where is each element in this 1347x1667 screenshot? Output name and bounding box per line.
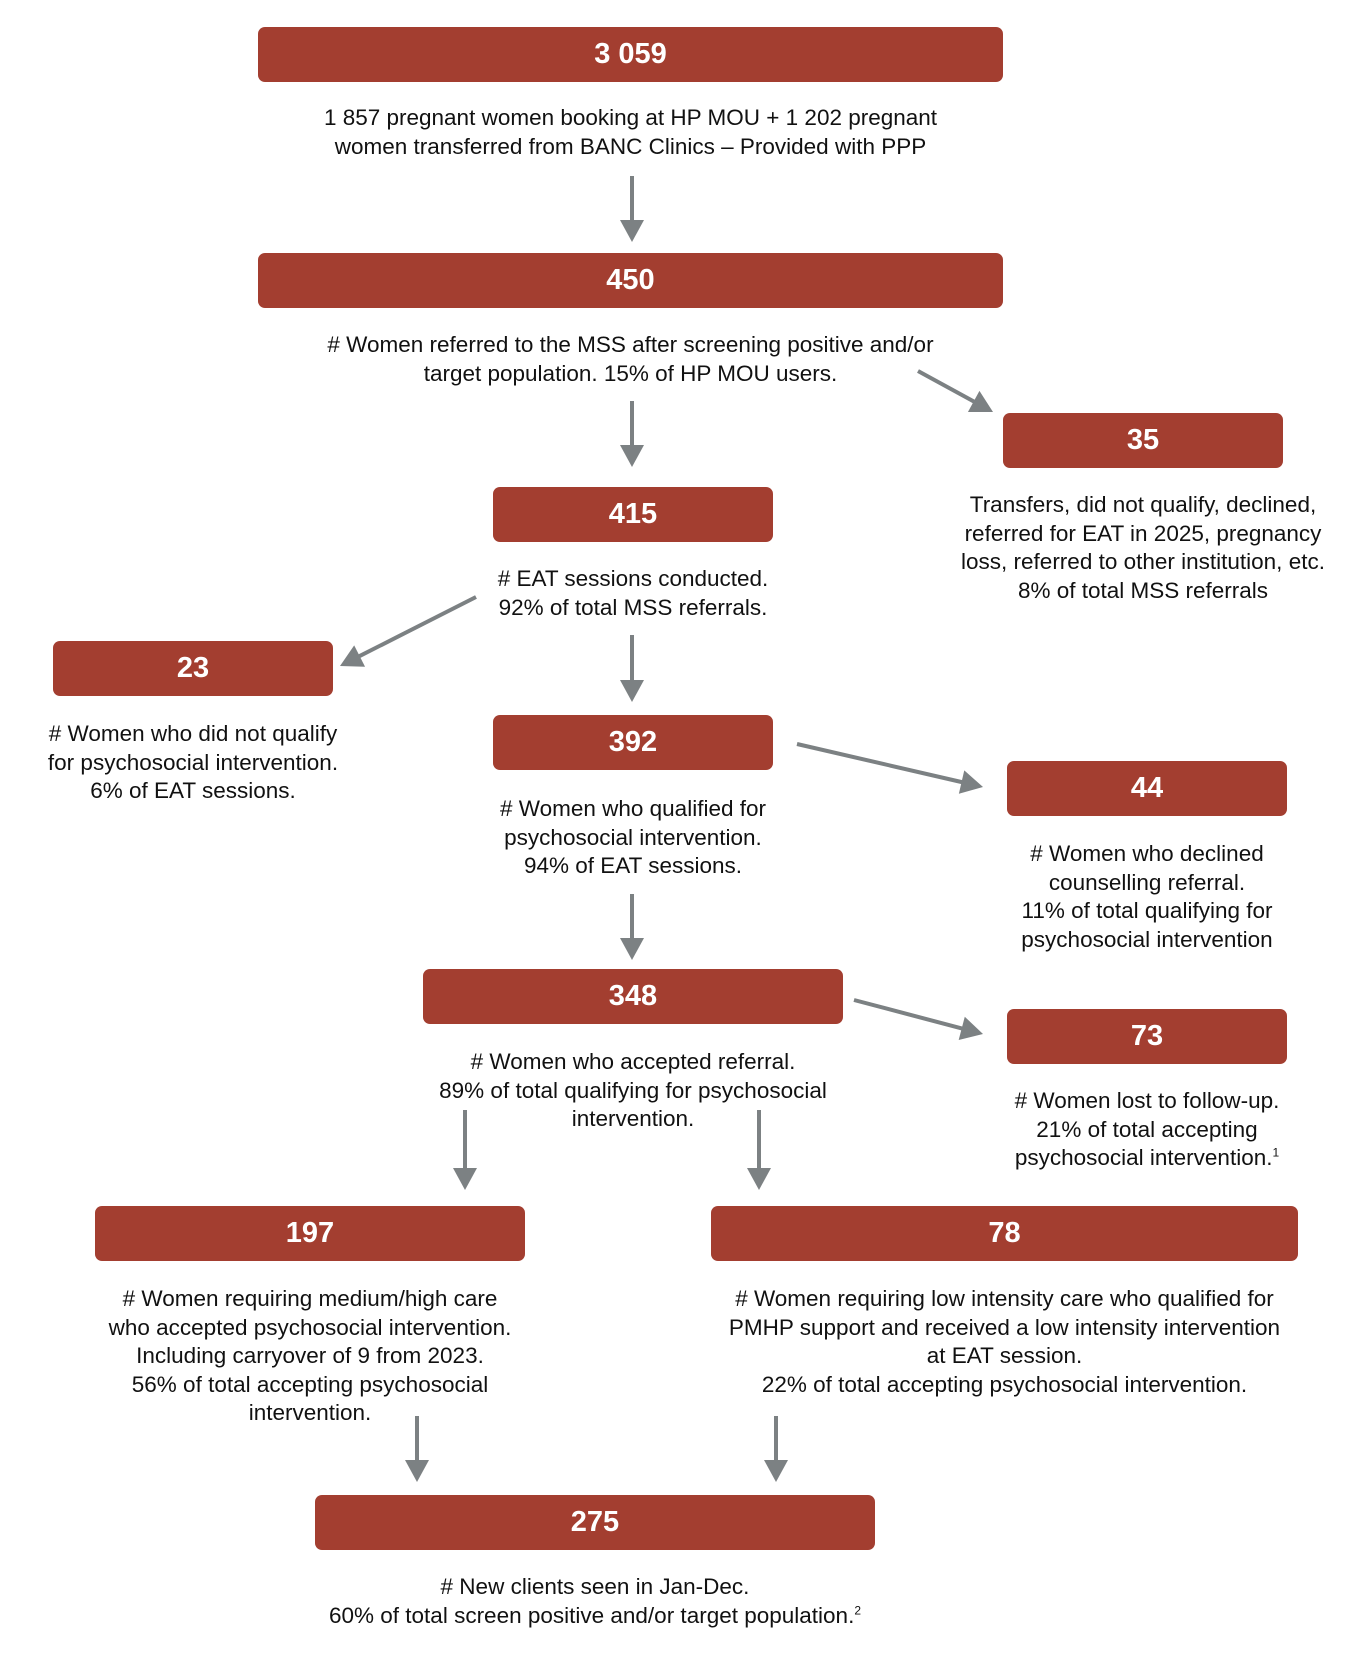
arrow-348-to-197: [453, 1110, 477, 1190]
node-197-line-5: intervention.: [248, 1400, 372, 1425]
arrow-348-to-78: [747, 1110, 771, 1190]
arrow-415-to-392: [620, 635, 644, 702]
node-415-box: 415: [493, 487, 773, 542]
node-35-line-4: 8% of total MSS referrals: [1017, 577, 1269, 603]
node-35-description: Transfers, did not qualify, declined, re…: [903, 491, 1347, 605]
node-392-line-3: 94% of EAT sessions.: [523, 853, 743, 878]
node-392-value: 392: [608, 726, 658, 758]
node-197-line-1: # Women requiring medium/high care: [122, 1286, 498, 1311]
node-348-line-3: intervention.: [571, 1106, 695, 1131]
node-197-line-3: Including carryover of 9 from 2023.: [136, 1343, 484, 1368]
node-392-description: # Women who qualified for psychosocial i…: [433, 795, 833, 881]
node-197-description: # Women requiring medium/high care who a…: [60, 1285, 560, 1428]
node-44-line-1: # Women who declined: [1030, 841, 1264, 866]
node-3059-line-2: women transferred from BANC Clinics – Pr…: [334, 133, 927, 159]
node-197-line-4: 56% of total accepting psychosocial: [131, 1371, 489, 1397]
node-44-line-2: counselling referral.: [1048, 869, 1246, 895]
node-392-box: 392: [493, 715, 773, 770]
node-78-description: # Women requiring low intensity care who…: [684, 1285, 1325, 1399]
node-23-line-3: 6% of EAT sessions.: [90, 778, 296, 803]
node-197-box: 197: [95, 1206, 525, 1261]
node-3059-value: 3 059: [594, 38, 667, 70]
node-73-line-3: psychosocial intervention.1: [947, 1144, 1347, 1173]
node-348-box: 348: [423, 969, 843, 1024]
node-78-line-3: at EAT session.: [926, 1343, 1083, 1368]
node-23-box: 23: [53, 641, 333, 696]
node-197-value: 197: [285, 1217, 335, 1249]
node-275-value: 275: [570, 1506, 620, 1538]
node-275-line-1: # New clients seen in Jan-Dec.: [440, 1574, 750, 1599]
node-78-value: 78: [988, 1217, 1021, 1249]
node-23-description: # Women who did not qualify for psychoso…: [13, 720, 373, 806]
node-3059-box: 3 059: [258, 27, 1003, 82]
node-44-line-3: 11% of total qualifying for: [1021, 898, 1273, 923]
arrow-392-to-348: [620, 894, 644, 960]
node-275-description: # New clients seen in Jan-Dec. 60% of to…: [270, 1573, 920, 1630]
node-392-line-2: psychosocial intervention.: [504, 824, 762, 850]
arrow-415-to-23: [340, 595, 477, 667]
arrow-392-to-44: [796, 742, 983, 794]
node-23-value: 23: [176, 652, 210, 684]
node-450-line-2: target population. 15% of HP MOU users.: [423, 360, 838, 386]
node-348-value: 348: [608, 980, 658, 1012]
arrow-197-to-275: [405, 1416, 429, 1482]
node-348-line-1: # Women who accepted referral.: [470, 1049, 796, 1074]
node-275-footnote: 2: [854, 1603, 862, 1617]
node-78-box: 78: [711, 1206, 1298, 1261]
node-73-description: # Women lost to follow-up. 21% of total …: [947, 1087, 1347, 1173]
node-450-value: 450: [606, 264, 655, 296]
node-35-box: 35: [1003, 413, 1283, 468]
node-275-line-2: 60% of total screen positive and/or targ…: [270, 1602, 920, 1631]
node-23-line-1: # Women who did not qualify: [48, 721, 338, 746]
node-3059-description: 1 857 pregnant women booking at HP MOU +…: [258, 104, 1003, 161]
node-73-box: 73: [1007, 1009, 1287, 1064]
node-415-value: 415: [608, 498, 658, 530]
node-35-line-1: Transfers, did not qualify, declined,: [969, 492, 1317, 517]
node-44-line-4: psychosocial intervention: [1021, 926, 1273, 952]
node-197-line-2: who accepted psychosocial intervention.: [108, 1314, 512, 1340]
node-73-footnote: 1: [1272, 1145, 1280, 1160]
arrow-78-to-275: [764, 1416, 788, 1482]
arrow-450-to-415: [620, 401, 644, 467]
arrow-450-to-35: [917, 369, 993, 412]
arrow-3059-to-450: [620, 176, 644, 242]
node-78-line-1: # Women requiring low intensity care who…: [735, 1286, 1274, 1311]
node-3059-line-1: 1 857 pregnant women booking at HP MOU +…: [323, 105, 938, 130]
node-450-line-1: # Women referred to the MSS after screen…: [327, 332, 934, 357]
node-78-line-4: 22% of total accepting psychosocial inte…: [761, 1371, 1248, 1397]
node-35-value: 35: [1126, 424, 1160, 456]
node-415-line-1: # EAT sessions conducted.: [497, 566, 769, 591]
node-348-description: # Women who accepted referral. 89% of to…: [383, 1048, 883, 1134]
node-35-line-3: loss, referred to other institution, etc…: [961, 549, 1325, 574]
node-415-line-2: 92% of total MSS referrals.: [498, 594, 768, 620]
node-73-line-1: # Women lost to follow-up.: [1014, 1088, 1280, 1113]
node-275-line-2-text: 60% of total screen positive and/or targ…: [328, 1602, 855, 1628]
node-35-line-2: referred for EAT in 2025, pregnancy: [964, 520, 1322, 546]
node-275-box: 275: [315, 1495, 875, 1550]
arrow-348-to-73: [853, 998, 983, 1040]
node-44-description: # Women who declined counselling referra…: [947, 840, 1347, 954]
node-73-line-2: 21% of total accepting: [1036, 1116, 1258, 1142]
node-73-value: 73: [1130, 1020, 1164, 1052]
node-415-description: # EAT sessions conducted. 92% of total M…: [433, 565, 833, 622]
node-450-box: 450: [258, 253, 1003, 308]
node-78-line-2: PMHP support and received a low intensit…: [728, 1314, 1281, 1340]
node-44-box: 44: [1007, 761, 1287, 816]
node-348-line-2: 89% of total qualifying for psychosocial: [439, 1077, 827, 1103]
node-23-line-2: for psychosocial intervention.: [47, 749, 339, 775]
node-392-line-1: # Women who qualified for: [500, 796, 766, 821]
node-73-line-3-text: psychosocial intervention.: [1014, 1145, 1273, 1170]
node-450-description: # Women referred to the MSS after screen…: [258, 331, 1003, 388]
node-44-value: 44: [1130, 772, 1164, 804]
